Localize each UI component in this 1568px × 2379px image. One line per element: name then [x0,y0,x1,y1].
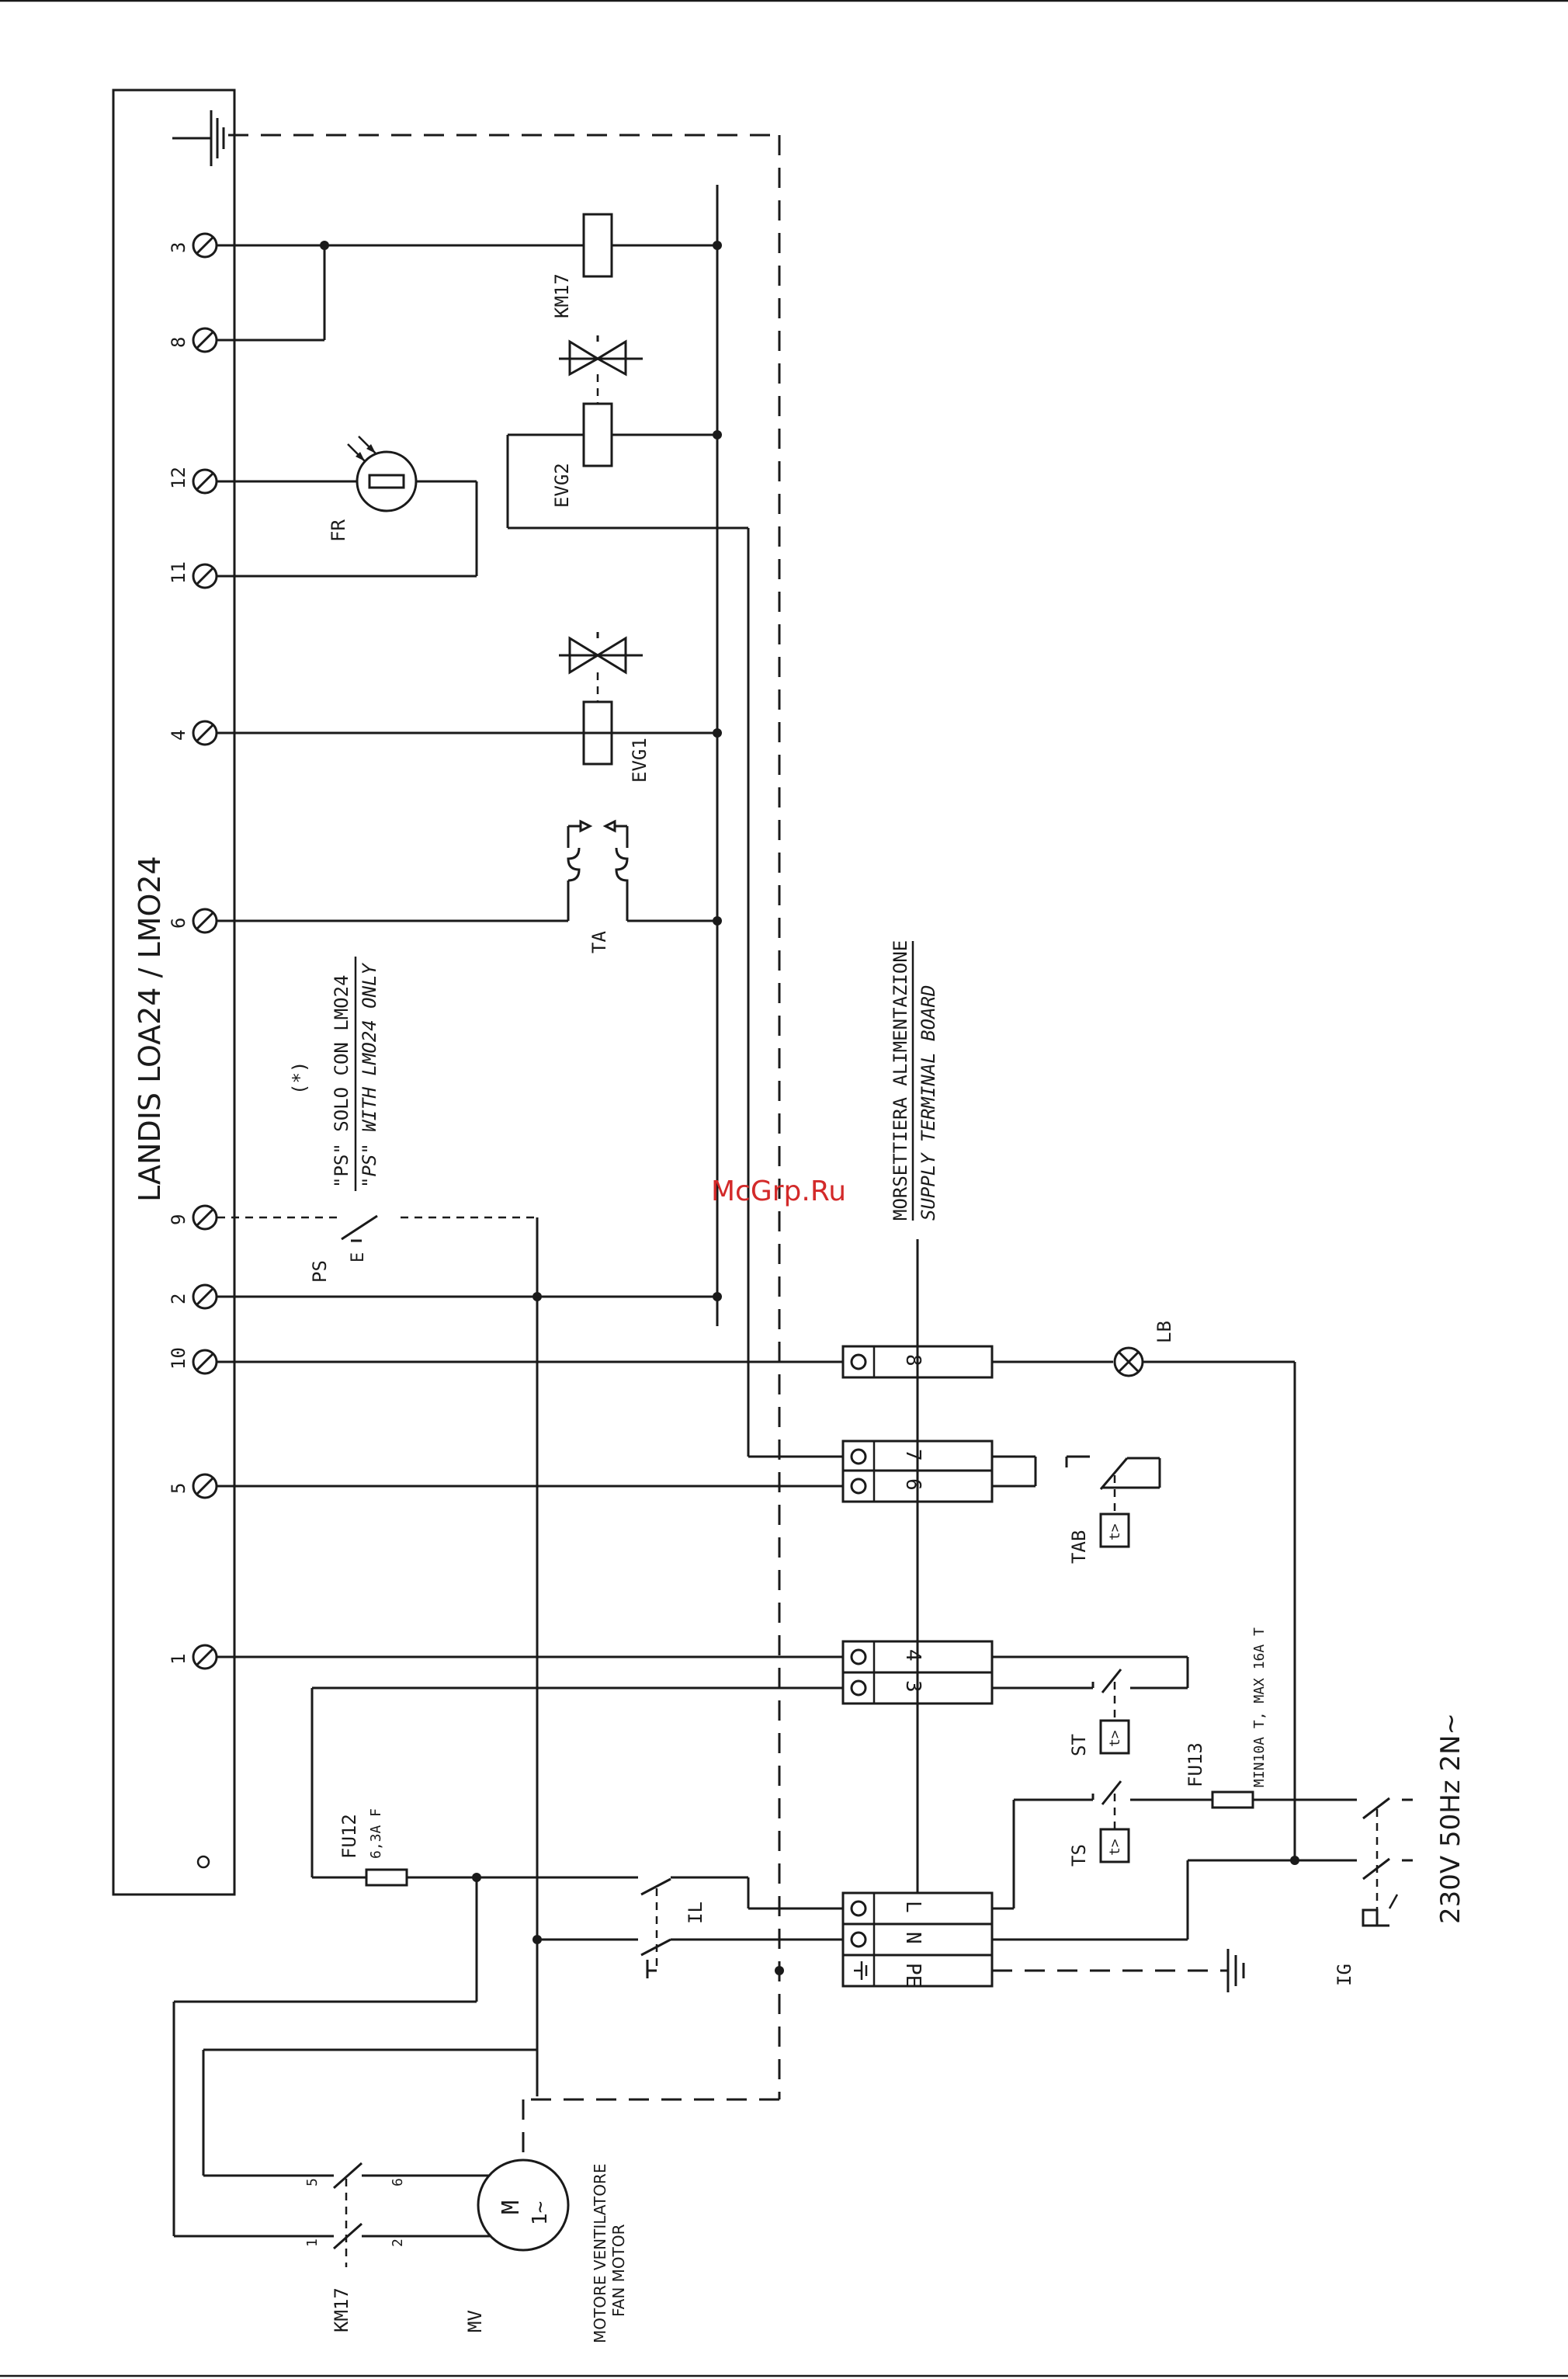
ps-contact [341,1214,378,1241]
controller-box [112,89,236,1896]
ignition-transformer-icon [567,819,629,921]
evg2-label: EVG2 [551,463,573,508]
km17-coil [582,213,613,278]
ps-note-star: (*) [289,1061,310,1095]
board-terminal-label: 8 [901,1354,924,1367]
terminal-3: 3 [168,232,218,259]
controller-title: LANDIS LOA24 / LMO24 [133,856,167,1202]
terminal-label: 12 [168,467,189,489]
terminal-label: 9 [168,1214,189,1225]
main-switch-icon [1349,1797,1413,1927]
ps-contact-label: E [349,1252,368,1262]
evg2-coil [582,402,613,467]
fr-label: FR [328,519,349,542]
board-terminal-n: N [841,1922,994,1957]
terminal-label: 4 [168,730,189,741]
terminal-label: 1 [168,1654,189,1665]
ta-label: TA [588,931,610,953]
km17-c6: 6 [390,2178,406,2186]
tab-timer-symbol: t> [1107,1523,1123,1540]
terminal-label: 2 [168,1294,189,1304]
ts-timer-symbol: t> [1107,1839,1123,1856]
tab-timer-box [1099,1512,1130,1548]
terminal-11: 11 [168,561,218,589]
terminal-9: 9 [168,1204,218,1231]
ps-note-en: "PS" WITH LMO24 ONLY [359,962,380,1188]
il-label: IL [685,1901,706,1924]
board-terminal-label: L [901,1901,924,1913]
svg-text:M: M [498,2200,525,2214]
board-terminal-label: 7 [901,1449,924,1461]
pe-ground-icon [854,1961,868,1980]
board-terminal-pe: PE [841,1954,994,1988]
km17-contactor-icon [326,2162,363,2267]
km17-c1: 1 [304,2238,321,2247]
evg2-valve-icon [559,335,643,404]
supply-label: 230V 50Hz 2N~ [1435,1713,1466,1924]
evg1-valve-icon [559,632,643,702]
terminal-12: 12 [168,467,218,495]
svg-text:1~: 1~ [529,2201,552,2225]
ig-label: IG [1334,1964,1355,1986]
terminal-1: 1 [168,1644,218,1670]
mv-label: MV [464,2310,486,2332]
ps-label: PS [309,1260,331,1283]
board-label-it: MORSETTIERA ALIMENTAZIONE [890,940,911,1221]
supply-ground-icon [1226,1949,1245,1992]
tab-contact-blade [1099,1457,1129,1490]
terminal-label: 10 [168,1347,189,1370]
terminal-6: 6 [168,908,218,934]
board-terminal-label: 3 [901,1680,924,1693]
motor-label-en: FAN MOTOR [609,2224,628,2317]
board-terminal-l: L [841,1891,994,1926]
terminal-10: 10 [168,1347,218,1375]
board-terminal-label: 4 [901,1649,924,1662]
st-contact-blade [1101,1669,1122,1693]
terminal-4: 4 [168,720,218,746]
terminal-label: 11 [168,561,189,584]
board-label-en: SUPPLY TERMINAL BOARD [918,985,939,1221]
tab-label: TAB [1068,1530,1090,1564]
fu13-label: FU13 [1185,1742,1206,1787]
st-timer-symbol: t> [1107,1730,1123,1747]
st-label: ST [1068,1734,1090,1756]
evg1-label: EVG1 [629,738,650,783]
fu12-rating: 6,3A F [368,1808,384,1859]
controller-ground-icon [172,110,225,166]
terminal-label: 3 [168,242,189,253]
terminal-label: 5 [168,1483,189,1494]
lamp-icon [1113,1346,1144,1377]
fu13-fuse [1211,1790,1254,1809]
motor-label-it: MOTORE VENTILATORE [591,2164,609,2343]
board-terminal-label: 6 [901,1478,924,1491]
controller-terminals: 3 8 12 11 4 6 9 2 10 5 1 [168,232,218,1670]
ps-note-it: "PS" SOLO CON LMO24 [331,974,352,1188]
st-timer-box [1099,1719,1130,1755]
fan-motor-icon: M 1~ [477,2158,570,2252]
ts-label: TS [1068,1844,1090,1867]
terminal-5: 5 [168,1473,218,1499]
km17-label: KM17 [551,273,573,318]
terminal-2: 2 [168,1283,218,1310]
board-terminal-label: N [901,1932,924,1944]
terminal-8: 8 [168,327,218,353]
terminal-label: 6 [168,918,189,929]
photocell-icon [347,436,418,512]
km17-bottom-label: KM17 [331,2287,352,2332]
board-terminal-label: PE [901,1963,924,1987]
il-contact-l [640,1877,671,1896]
ts-contact-blade [1101,1780,1122,1805]
fu12-label: FU12 [338,1814,360,1859]
km17-c2: 2 [390,2238,406,2247]
ts-timer-box [1099,1828,1130,1863]
controller-hole [196,1855,210,1869]
terminal-label: 8 [168,337,189,348]
watermark: McGrp.Ru [711,1176,846,1207]
lb-label: LB [1153,1321,1175,1343]
km17-c5: 5 [304,2178,321,2186]
fu12-fuse [365,1868,408,1887]
fu13-rating: MIN10A T, MAX 16A T [1251,1627,1268,1787]
